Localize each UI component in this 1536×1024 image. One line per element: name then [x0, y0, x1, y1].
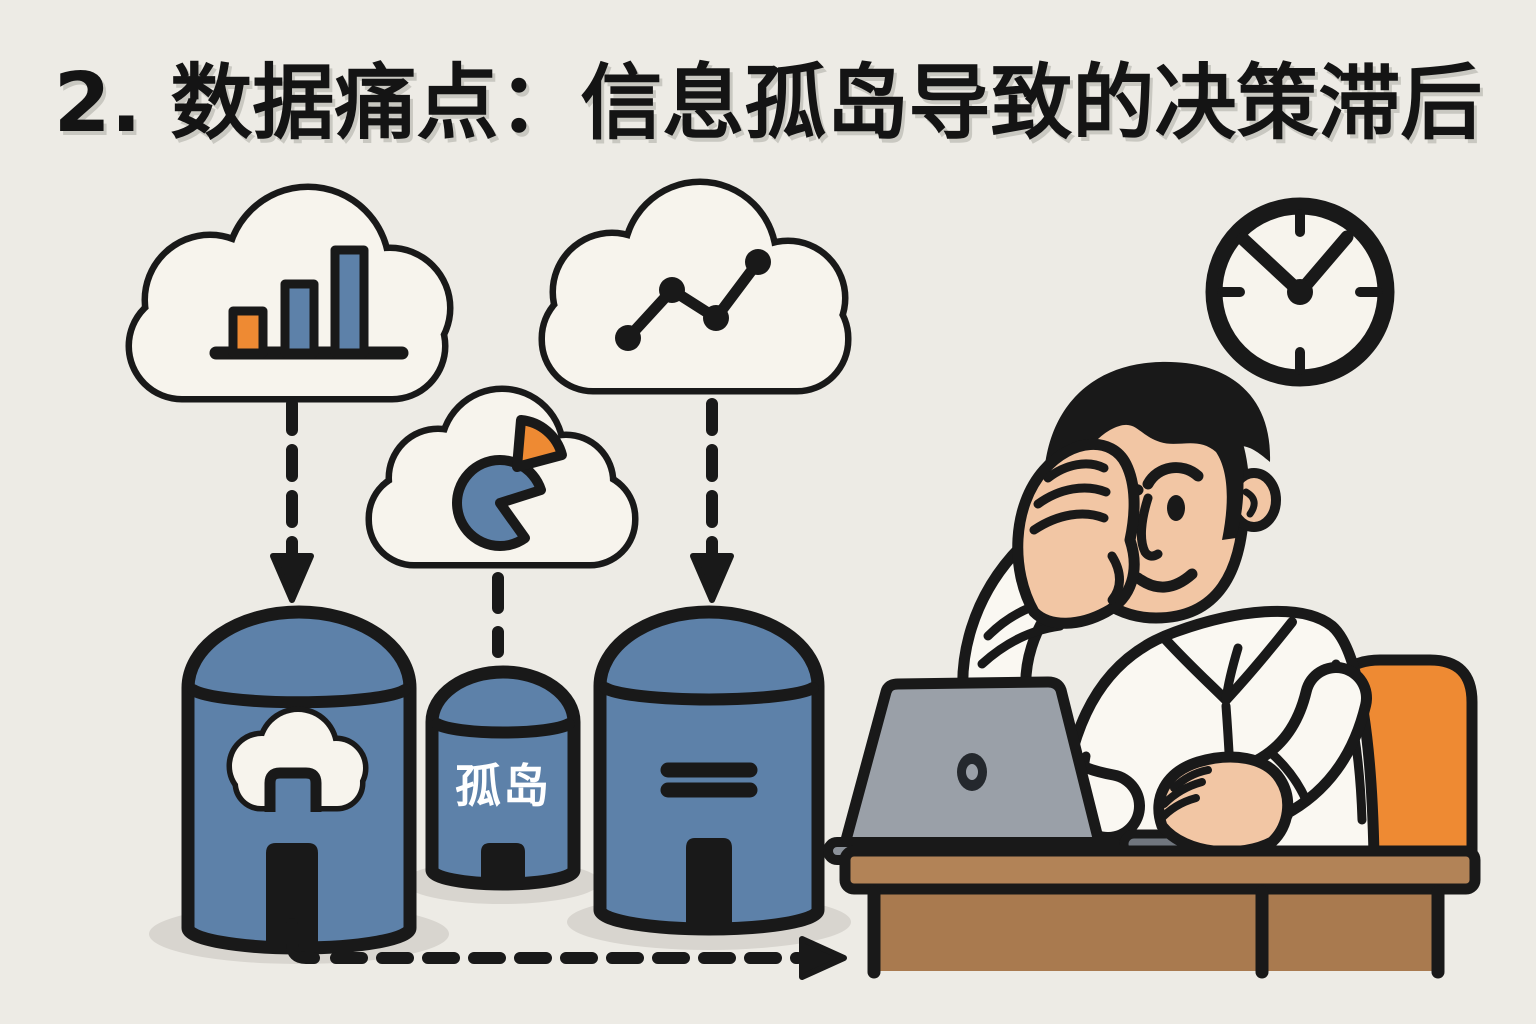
cuff-stripe [977, 621, 1065, 669]
data-silo-right [593, 605, 825, 936]
data-silo-left [181, 605, 417, 955]
cloud-pie-chart [365, 385, 639, 569]
silo-door [481, 843, 525, 882]
equals-bars-icon [660, 762, 758, 798]
cloud-line-chart [538, 178, 852, 395]
cloud-to-silo-arrows [270, 398, 734, 658]
hair [1043, 361, 1271, 540]
silo-door [686, 838, 732, 928]
clock-icon [1205, 197, 1395, 387]
pie-chart-icon [452, 415, 567, 551]
silo-door [266, 843, 318, 946]
ear-inner [1242, 488, 1258, 518]
cloud-shape [538, 178, 852, 395]
finger-line [1043, 459, 1109, 483]
collar-fold [1221, 643, 1243, 705]
desk [839, 845, 1481, 979]
finger-line [1170, 766, 1212, 792]
eyebrow-right [1142, 462, 1204, 490]
data-silo-middle: 孤岛 [425, 665, 581, 891]
frown-mouth [1132, 568, 1198, 593]
silo-label: 孤岛 [455, 759, 551, 813]
cloud-cutout-icon [226, 706, 369, 812]
desk-front-panel [870, 889, 1442, 971]
arrow-head [270, 553, 314, 603]
thumb-line [1107, 551, 1124, 605]
finger-line [1156, 794, 1200, 824]
bar-chart-icon [209, 245, 409, 360]
finger-line [1033, 483, 1111, 509]
eye-right [1167, 495, 1185, 521]
collar-left [1161, 635, 1231, 705]
cloud-bar-chart [125, 183, 454, 403]
collar-right [1221, 617, 1297, 705]
line-chart-icon [615, 249, 771, 351]
finger-line [1160, 778, 1206, 808]
finger-line [1029, 509, 1109, 535]
silos-to-desk-arrow [286, 918, 847, 980]
desk-top [839, 845, 1481, 895]
nose [1136, 493, 1163, 561]
page-title: 2. 数据痛点：信息孤岛导致的决策滞后 [53, 56, 1483, 151]
arrow-head [690, 553, 734, 603]
cuff-stripe [1265, 747, 1311, 805]
arrow-head [799, 936, 847, 980]
